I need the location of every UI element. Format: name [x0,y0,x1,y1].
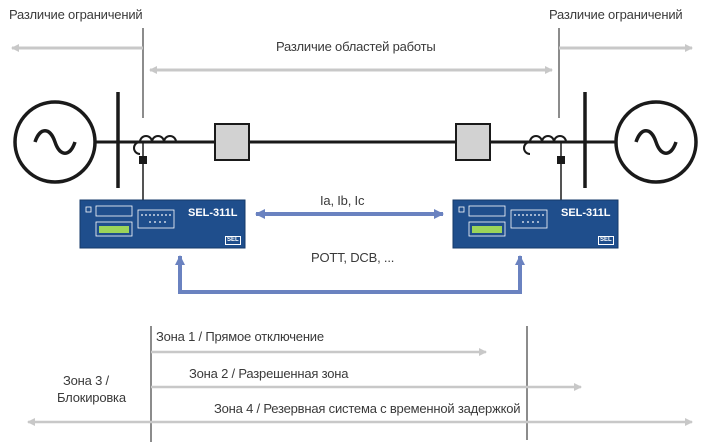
scheme-loop-path [178,264,522,294]
relay-right [452,199,619,249]
current-transformer-right-icon [523,135,567,200]
current-transformer-left-icon [133,135,177,200]
zone1-label: Зона 1 / Прямое отключение [156,329,324,344]
breaker-right [455,123,491,161]
currents-label: Ia, Ib, Ic [320,193,365,208]
limit-diff-right-label: Различие ограничений [549,7,683,22]
zone3-label-line1: Зона 3 / [63,373,109,388]
work-area-diff-label: Различие областей работы [276,39,436,54]
relay-left [79,199,246,249]
breaker-left [214,123,250,161]
zone2-label: Зона 2 / Разрешенная зона [189,366,349,381]
zone3-label-line2: Блокировка [57,390,126,405]
relay-left-model: SEL-311L [188,207,238,219]
relay-right-model: SEL-311L [561,207,611,219]
relay-left-brand-logo: SEL [225,236,241,245]
limit-diff-left-label: Различие ограничений [9,7,143,22]
relay-right-brand-logo: SEL [598,236,614,245]
zone4-label: Зона 4 / Резервная система с временной з… [214,401,521,416]
generator-left-icon [13,100,97,184]
generator-right-icon [614,100,698,184]
scheme-label: POTT, DCB, ... [311,250,395,265]
